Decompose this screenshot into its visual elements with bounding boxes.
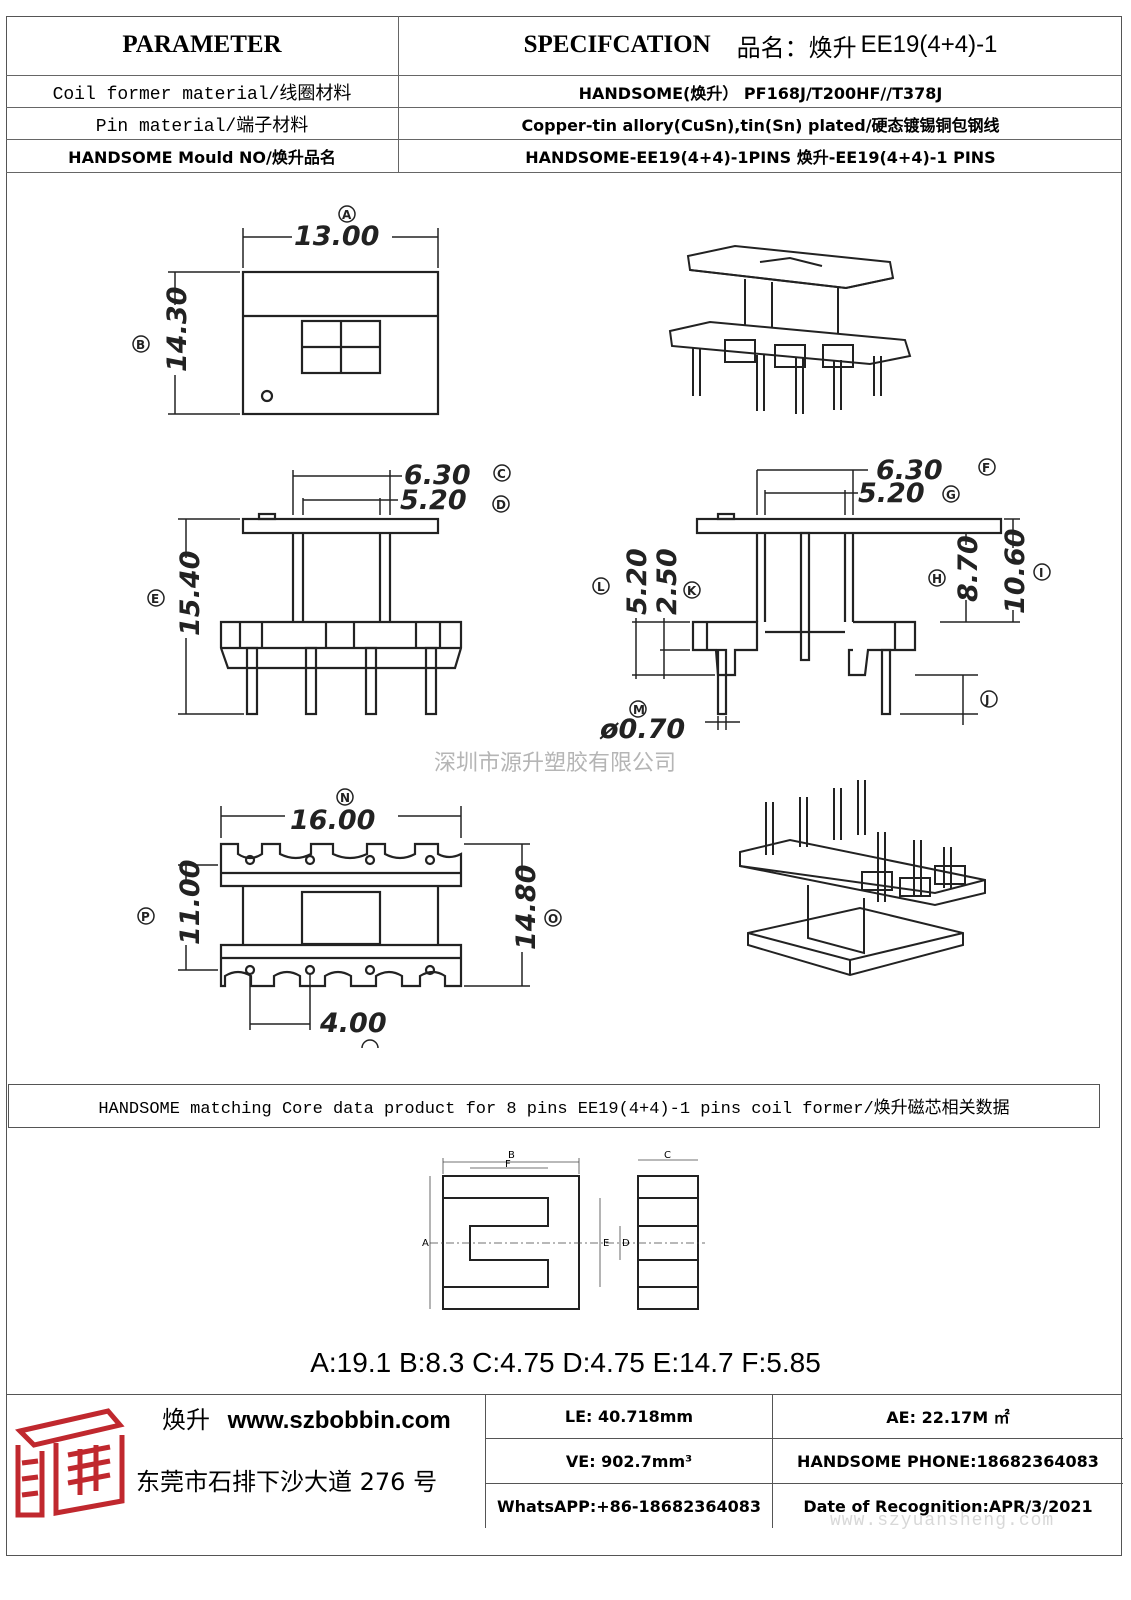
dim-q-value: 4.00	[319, 1008, 387, 1039]
core-drawing: B F A E D C	[422, 1150, 705, 1310]
company-brand: 焕升	[162, 1406, 210, 1434]
parameter-heading: PARAMETER	[122, 31, 282, 58]
core-values: A:19.1 B:8.3 C:4.75 D:4.75 E:14.7 F:5.85	[310, 1347, 821, 1378]
dim-a-letter: A	[342, 208, 352, 222]
dim-g-letter: G	[946, 488, 956, 502]
row-divider	[486, 1483, 1123, 1484]
dim-m-value: ø0.70	[599, 714, 685, 745]
dim-p-value: 11.00	[175, 860, 206, 945]
dim-c-letter: C	[497, 467, 506, 481]
top-view	[168, 228, 440, 416]
column-divider	[772, 1394, 773, 1528]
table-row	[6, 108, 1122, 140]
dim-h-value: 8.70	[953, 535, 984, 602]
dim-e-letter: E	[151, 592, 159, 606]
pin-material-value: Copper-tin allory(CuSn),tin(Sn) plated/硬…	[521, 115, 1000, 135]
dim-k-letter: K	[687, 584, 697, 598]
front-view	[178, 470, 463, 716]
dim-d-value: 5.20	[400, 485, 467, 516]
core-label-a: A	[422, 1238, 429, 1249]
company-brand-line: 焕升 www.szbobbin.com	[162, 1400, 451, 1435]
dim-i-letter: I	[1039, 566, 1043, 580]
le-value: LE: 40.718mm	[564, 1406, 694, 1426]
dim-f-value: 6.30	[876, 455, 943, 486]
specification-heading: SPECIFCATION 品名：焕升 EE19(4+4)-1	[399, 16, 1122, 74]
bottom-view	[178, 806, 530, 1030]
row-divider	[486, 1438, 1123, 1439]
dim-p-letter: P	[141, 910, 150, 924]
coil-material-label: Coil former material/线圈材料	[52, 84, 352, 105]
drawing-watermark: 深圳市源升塑胶有限公司	[434, 751, 676, 776]
dim-e-value: 15.40	[175, 551, 206, 636]
dim-b-value: 14.30	[162, 287, 193, 372]
dim-g-value: 5.20	[858, 478, 925, 509]
whatsapp-value: WhatsAPP:+86-18682364083	[496, 1496, 761, 1516]
dim-n-letter: N	[340, 791, 350, 805]
ae-value: AE: 22.17M ㎡	[886, 1408, 1010, 1427]
dim-l-letter: L	[597, 580, 605, 594]
side-view	[632, 469, 1020, 730]
table-row	[6, 76, 1122, 108]
isometric-view-top	[668, 244, 912, 414]
isometric-view-bottom	[739, 780, 986, 977]
date-value: Date of Recognition:APR/3/2021	[803, 1496, 1093, 1516]
dim-b-letter: B	[136, 338, 145, 352]
ve-value: VE: 902.7mm³	[565, 1451, 693, 1471]
dim-h-letter: H	[932, 572, 942, 586]
core-label-f: F	[505, 1159, 511, 1170]
product-model: EE19(4+4)-1	[860, 31, 998, 58]
technical-drawing: 13.00 A 14.30 B 6.30 C 5.20 D 15.40 E 6.…	[132, 205, 1051, 1049]
dim-l-value: 5.20	[622, 548, 653, 615]
dim-a-value: 13.00	[294, 221, 379, 252]
dim-m-letter: M	[633, 703, 645, 717]
specification-label: SPECIFCATION	[523, 31, 711, 58]
dim-o-letter: O	[548, 912, 558, 926]
core-label-e: E	[603, 1238, 609, 1249]
pin-material-label: Pin material/端子材料	[95, 116, 309, 137]
core-label-b: B	[508, 1150, 515, 1161]
company-address: 东莞市石排下沙大道 276 号	[136, 1468, 438, 1496]
dim-f-letter: F	[982, 461, 990, 475]
parameter-table: PARAMETER SPECIFCATION 品名：焕升 EE19(4+4)-1…	[6, 16, 1122, 173]
company-logo	[15, 1408, 125, 1518]
core-label-d: D	[622, 1238, 630, 1249]
table-row	[6, 140, 1122, 173]
mould-no-value: HANDSOME-EE19(4+4)-1PINS 焕升-EE19(4+4)-1 …	[525, 148, 996, 167]
document-frame	[6, 16, 1122, 1556]
company-website[interactable]: www.szbobbin.com	[227, 1407, 451, 1434]
product-name-prefix: 品名：焕升	[736, 33, 857, 62]
dim-k-value: 2.50	[652, 548, 683, 615]
table-row	[6, 16, 1122, 76]
column-divider	[398, 16, 399, 173]
dim-n-value: 16.00	[290, 805, 375, 836]
dim-j-letter: J	[984, 693, 989, 707]
coil-material-value: HANDSOME(焕升） PF168J/T200HF//T378J	[578, 83, 943, 103]
phone-value: HANDSOME PHONE:18682364083	[797, 1451, 1099, 1471]
footer-spec-table: LE: 40.718mm AE: 22.17M ㎡ VE: 902.7mm³ H…	[485, 1394, 1123, 1528]
dim-q-circle	[361, 1039, 379, 1049]
dim-o-value: 14.80	[511, 865, 542, 950]
core-section-title: HANDSOME matching Core data product for …	[8, 1084, 1100, 1128]
footer-divider	[6, 1394, 1122, 1395]
footer-watermark: www.szyuansheng.com	[830, 1511, 1055, 1531]
dim-d-letter: D	[496, 498, 506, 512]
core-label-c: C	[664, 1150, 671, 1161]
dim-c-value: 6.30	[404, 460, 471, 491]
dim-i-value: 10.60	[1000, 529, 1031, 614]
mould-no-label: HANDSOME Mould NO/焕升品名	[68, 148, 336, 167]
